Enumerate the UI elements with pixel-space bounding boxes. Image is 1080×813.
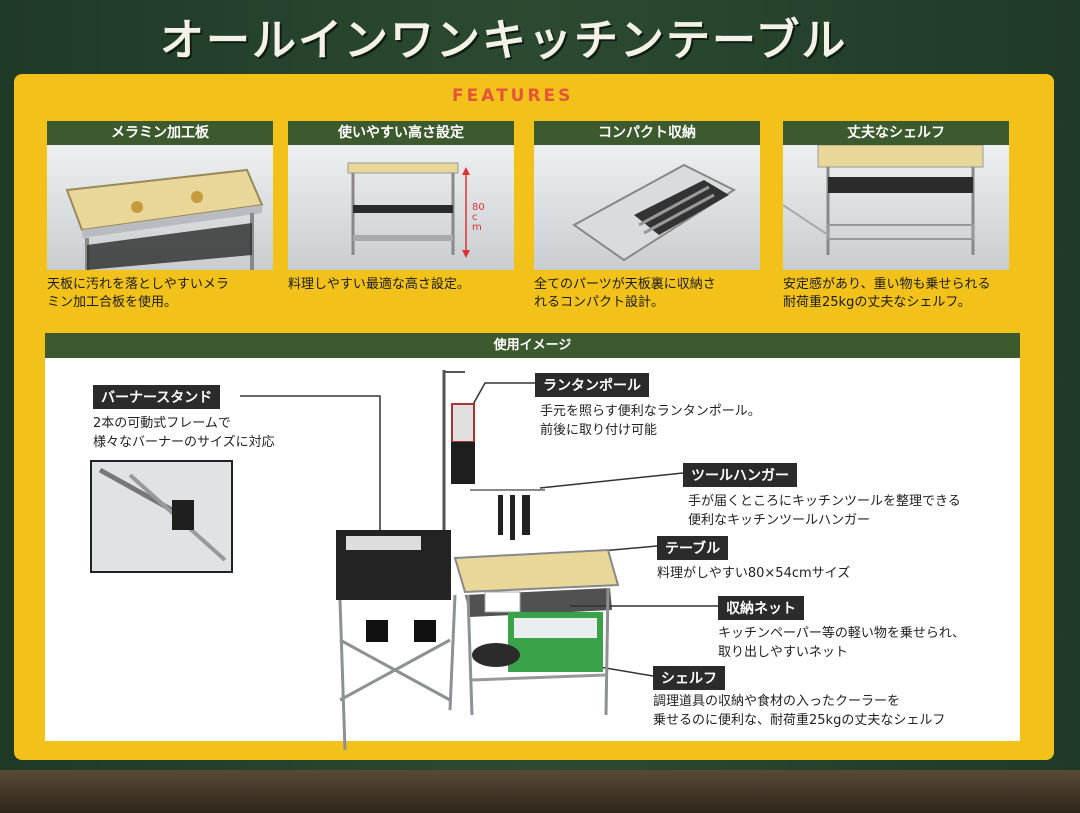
- feature-desc-line: 料理しやすい最適な高さ設定。: [288, 277, 470, 292]
- callout-lantern-desc: 手元を照らす便利なランタンポール。 前後に取り付け可能: [540, 402, 761, 440]
- compact-storage-illustration: [572, 163, 737, 262]
- feature-height: 使いやすい高さ設定 80cm 料理しやすい最適な高さ設定。: [288, 121, 514, 294]
- callout-tool-hanger: ツールハンガー: [683, 463, 797, 487]
- callout-storage-net: 収納ネット: [718, 596, 804, 620]
- callout-table-desc: 料理がしやすい80×54cmサイズ: [657, 564, 850, 583]
- desc-line: キッチンペーパー等の軽い物を乗せられ、: [718, 626, 966, 641]
- feature-label: 丈夫なシェルフ: [783, 121, 1009, 145]
- feature-desc-line: 耐荷重25kgの丈夫なシェルフ。: [783, 295, 971, 310]
- feature-image-shelf: [783, 145, 1009, 270]
- desc-line: 調理道具の収納や食材の入ったクーラーを: [653, 694, 901, 709]
- feature-desc-line: 安定感があり、重い物も乗せられる: [783, 277, 991, 292]
- desc-line: 取り出しやすいネット: [718, 645, 848, 660]
- desc-line: 前後に取り付け可能: [540, 423, 658, 438]
- product-title: オールインワンキッチンテーブル: [160, 15, 848, 66]
- feature-shelf: 丈夫なシェルフ 安定感があり、重い物も乗せられる 耐荷重25kgの丈夫なシェルフ…: [783, 121, 1009, 312]
- feature-melamine: メラミン加工板 天板に汚れを落としやすいメラ ミン加工合板を使用。: [47, 121, 273, 312]
- desc-line: 乗せるのに便利な、耐荷重25kgの丈夫なシェルフ: [653, 713, 946, 728]
- feature-image-melamine: [47, 145, 273, 270]
- feature-image-height: 80cm: [288, 145, 514, 270]
- feature-label: メラミン加工板: [47, 121, 273, 145]
- table-surface: [0, 770, 1080, 813]
- callout-burner-desc: 2本の可動式フレームで 様々なバーナーのサイズに対応: [93, 414, 275, 452]
- melamine-table-illustration: [65, 168, 264, 270]
- desc-line: 便利なキッチンツールハンガー: [688, 513, 871, 528]
- feature-compact: コンパクト収納 全てのパーツが天板裏に収納さ れるコンパクト設計。: [534, 121, 760, 312]
- feature-desc-line: れるコンパクト設計。: [534, 295, 665, 310]
- feature-image-compact: [534, 145, 760, 270]
- callout-lantern-pole: ランタンポール: [535, 373, 649, 397]
- callout-shelf-desc: 調理道具の収納や食材の入ったクーラーを 乗せるのに便利な、耐荷重25kgの丈夫な…: [653, 692, 945, 730]
- feature-desc-line: 天板に汚れを落としやすいメラ: [47, 277, 229, 292]
- desc-line: 手元を照らす便利なランタンポール。: [540, 404, 761, 419]
- usage-heading: 使用イメージ: [45, 333, 1020, 358]
- callout-table: テーブル: [657, 536, 729, 560]
- callout-burner-stand: バーナースタンド: [93, 385, 221, 409]
- desc-line: 様々なバーナーのサイズに対応: [93, 435, 275, 450]
- desc-line: 料理がしやすい80×54cmサイズ: [657, 566, 851, 581]
- callout-tool-desc: 手が届くところにキッチンツールを整理できる 便利なキッチンツールハンガー: [688, 492, 961, 530]
- desc-line: 手が届くところにキッチンツールを整理できる: [688, 494, 961, 509]
- callout-net-desc: キッチンペーパー等の軽い物を乗せられ、 取り出しやすいネット: [718, 624, 965, 662]
- callout-shelf: シェルフ: [653, 666, 725, 690]
- desc-line: 2本の可動式フレームで: [93, 416, 231, 431]
- shelf-illustration: [783, 145, 984, 255]
- height-measurement: 80cm: [472, 202, 485, 233]
- features-heading: FEATURES: [452, 86, 574, 106]
- feature-label: コンパクト収納: [534, 121, 760, 145]
- feature-desc-line: ミン加工合板を使用。: [47, 295, 178, 310]
- feature-label: 使いやすい高さ設定: [288, 121, 514, 145]
- feature-desc-line: 全てのパーツが天板裏に収納さ: [534, 277, 716, 292]
- height-table-illustration: [347, 162, 470, 258]
